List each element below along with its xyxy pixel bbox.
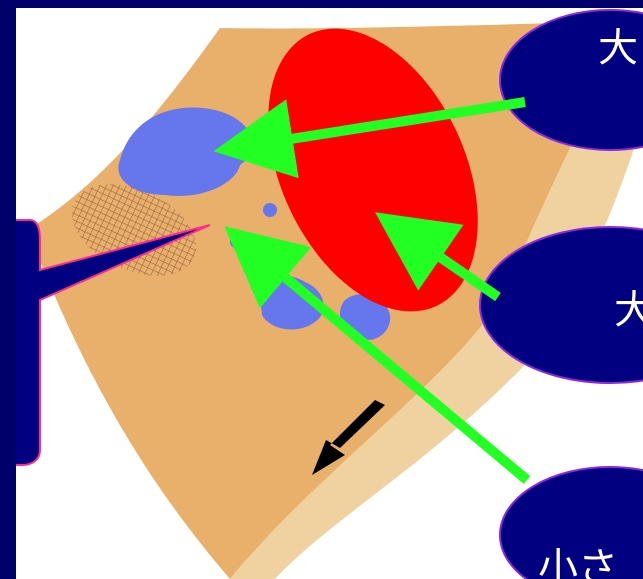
frame-top (0, 0, 643, 8)
callout-bottom-right-label: 小さ (538, 548, 643, 579)
blue-dot (263, 203, 277, 217)
frame-left (0, 0, 16, 579)
callout-top-right-label: 大 (598, 28, 643, 68)
callout-middle-right-label: 大 (614, 290, 643, 330)
blue-dot (230, 236, 242, 248)
